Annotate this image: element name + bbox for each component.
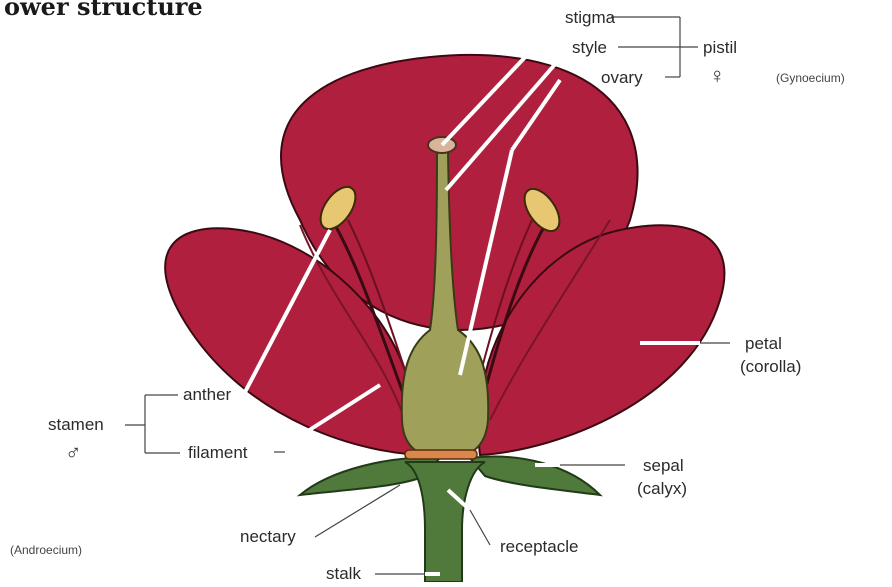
male-symbol-icon: ♂ [65, 443, 82, 463]
label-filament: filament [188, 443, 248, 463]
label-ovary: ovary [601, 68, 643, 88]
label-style: style [572, 38, 607, 58]
label-gynoecium: (Gynoecium) [776, 68, 845, 88]
label-calyx: (calyx) [637, 479, 687, 499]
label-corolla: (corolla) [740, 357, 801, 377]
label-stalk: stalk [326, 564, 361, 584]
label-nectary: nectary [240, 527, 296, 547]
label-androecium: (Androecium) [10, 540, 82, 560]
female-symbol-icon: ♀ [709, 66, 726, 86]
sepal-right [470, 457, 600, 495]
nectary-shape [405, 450, 477, 459]
label-receptacle: receptacle [500, 537, 578, 557]
label-anther: anther [183, 385, 231, 405]
diagram-title: ower structure [4, 0, 203, 21]
label-pistil: pistil [703, 38, 737, 58]
label-sepal: sepal [643, 456, 684, 476]
label-stigma: stigma [565, 8, 615, 28]
label-petal: petal [745, 334, 782, 354]
label-stamen: stamen [48, 415, 104, 435]
stalk-shape [405, 462, 485, 582]
